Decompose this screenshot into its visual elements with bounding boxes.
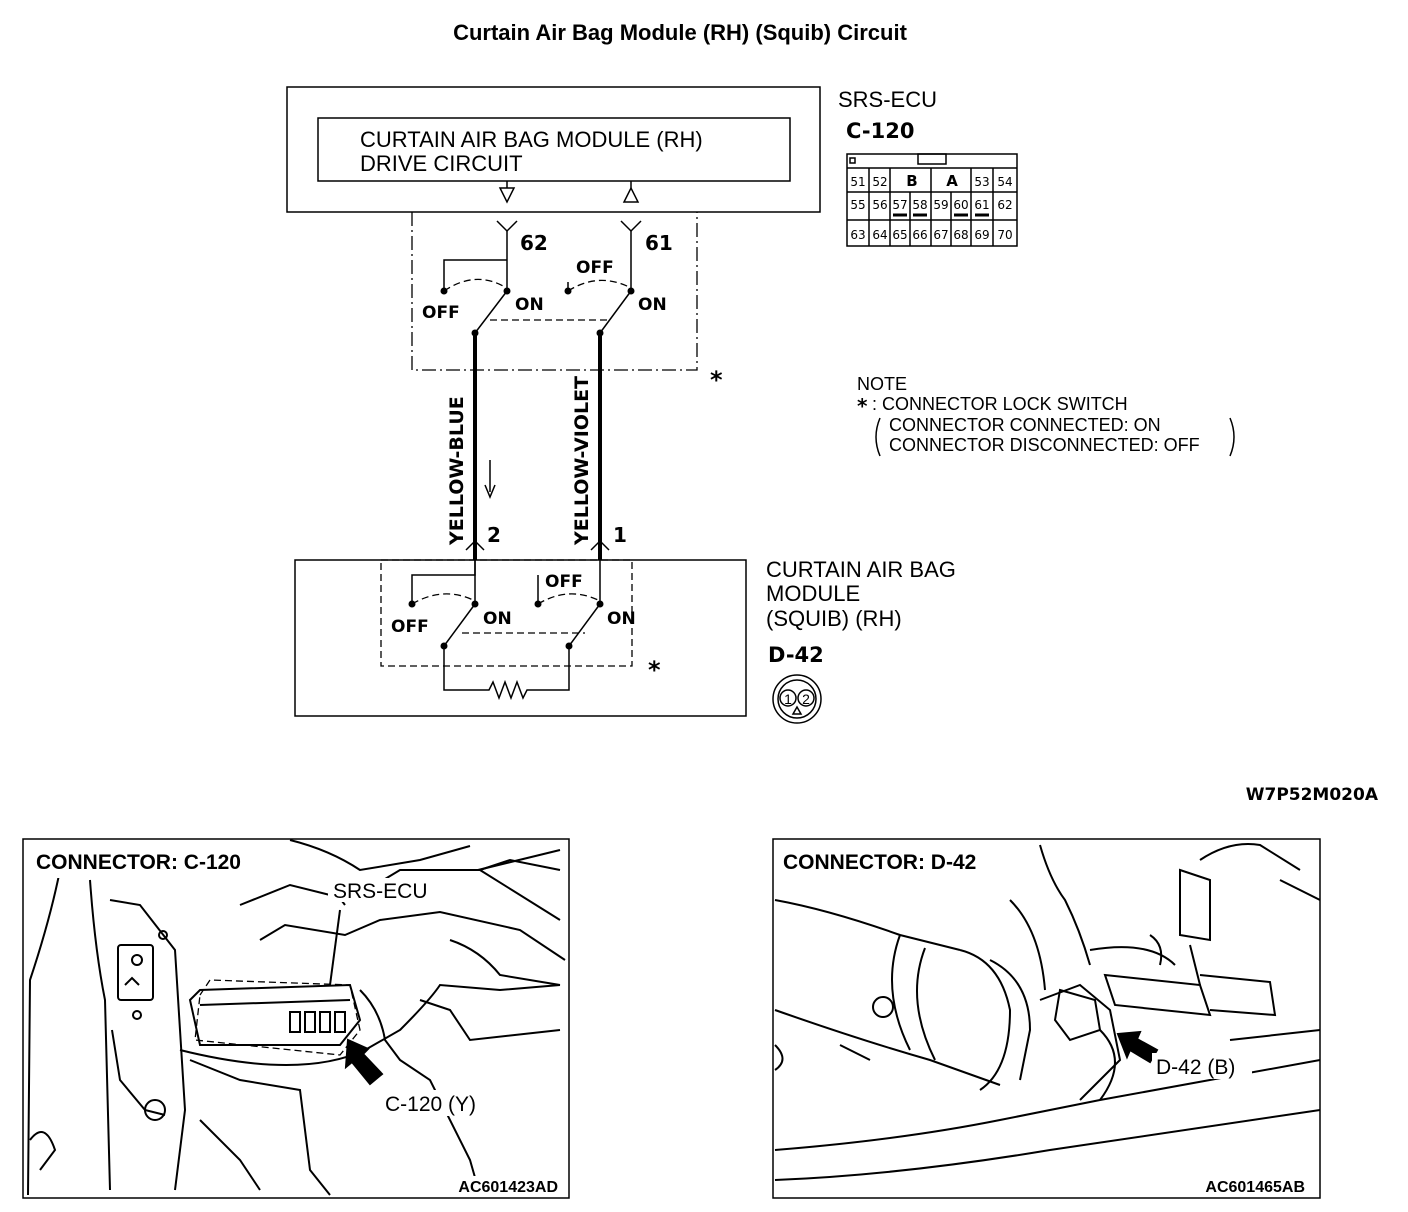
- module-pin-1-label: 1: [613, 523, 627, 547]
- drive-circuit-line2: DRIVE CIRCUIT: [360, 151, 523, 176]
- srs-ecu-box: CURTAIN AIR BAG MODULE (RH) DRIVE CIRCUI…: [286, 86, 821, 213]
- terminal-in-symbol: [622, 186, 640, 203]
- note-heading: NOTE: [857, 374, 907, 394]
- photo-c120: CONNECTOR: C-120 SRS-ECU C-120 (Y) AC601…: [22, 838, 570, 1199]
- module-connector-id: D-42: [768, 643, 824, 667]
- wire-color-yellow-blue: YELLOW-BLUE: [446, 396, 468, 546]
- c120-key-A: A: [946, 172, 958, 190]
- c120-pin-62: 62: [997, 198, 1012, 212]
- ecu-switch-left-on: ON: [515, 295, 544, 315]
- module-name-line1: CURTAIN AIR BAG: [766, 557, 956, 582]
- drive-circuit-line1: CURTAIN AIR BAG MODULE (RH): [360, 127, 703, 152]
- c120-pin-56: 56: [872, 198, 887, 212]
- d42-connector-face: 1 2: [772, 674, 822, 724]
- c120-pin-64: 64: [872, 228, 887, 242]
- d42-pointer-arrow: [1116, 1030, 1159, 1064]
- note-line1: : CONNECTOR LOCK SWITCH: [872, 394, 1128, 414]
- c120-highlight-outline: [194, 979, 361, 1056]
- photo-d42: CONNECTOR: D-42 D-42 (B) AC601465AB: [772, 838, 1321, 1199]
- photo-c120-code: AC601423AD: [458, 1179, 558, 1196]
- ecu-switch-right-on: ON: [638, 295, 667, 315]
- c120-pin-60: 60: [953, 198, 968, 212]
- photo-d42-code: AC601465AB: [1205, 1179, 1305, 1196]
- squib-resistor: [443, 646, 570, 701]
- ecu-switch-right-off: OFF: [576, 258, 614, 278]
- photo-d42-title: CONNECTOR: D-42: [783, 851, 976, 874]
- photo-c120-ecu-callout: SRS-ECU: [333, 880, 428, 903]
- ecu-block-asterisk: *: [710, 366, 723, 394]
- ecu-lock-switch-block: 62 61 OFF ON OFF ON *: [411, 212, 723, 394]
- module-switch-left-on: ON: [483, 609, 512, 629]
- ecu-switch-left-off: OFF: [422, 303, 460, 323]
- photo-c120-title: CONNECTOR: C-120: [36, 851, 241, 874]
- c120-pin-55: 55: [850, 198, 865, 212]
- c120-pin-70: 70: [997, 228, 1012, 242]
- module-switch-left-off: OFF: [391, 617, 429, 637]
- c120-pointer-arrow: [344, 1038, 384, 1086]
- c120-pin-68: 68: [953, 228, 968, 242]
- ecu-name: SRS-ECU: [838, 87, 937, 112]
- c120-location-illustration: [27, 839, 566, 1196]
- c120-connector-face: 51 52 B A 53 54 55 56 57 58 59 60 61 62 63 64 65 66 67 68 69…: [846, 153, 1018, 247]
- c120-pin-57: 57: [892, 198, 907, 212]
- c120-pin-59: 59: [933, 198, 948, 212]
- terminal-out-symbol: [498, 187, 516, 204]
- c120-pin-52: 52: [872, 175, 887, 189]
- c120-pin-69: 69: [974, 228, 989, 242]
- c120-pin-58: 58: [912, 198, 927, 212]
- harness-wires: [465, 333, 610, 560]
- c120-pin-54: 54: [997, 175, 1012, 189]
- note-line3: CONNECTOR DISCONNECTED: OFF: [889, 435, 1200, 455]
- wire-color-yellow-violet: YELLOW-VIOLET: [571, 376, 593, 546]
- note-line2: CONNECTOR CONNECTED: ON: [889, 415, 1161, 435]
- pin-62-label: 62: [520, 231, 548, 255]
- note-mark: *: [857, 394, 868, 418]
- c120-key-B: B: [906, 172, 917, 190]
- module-name-line3: (SQUIB) (RH): [766, 606, 902, 631]
- photo-c120-connector-callout: C-120 (Y): [385, 1093, 476, 1116]
- c120-pin-51: 51: [850, 175, 865, 189]
- c120-pin-53: 53: [974, 175, 989, 189]
- module-switch-right-off: OFF: [545, 572, 583, 592]
- c120-pin-61: 61: [974, 198, 989, 212]
- pin-61-label: 61: [645, 231, 673, 255]
- d42-location-illustration: [774, 843, 1321, 1181]
- d42-pin-1: 1: [784, 691, 792, 707]
- diagram-code: W7P52M020A: [1246, 785, 1379, 805]
- module-pin-2-label: 2: [487, 523, 501, 547]
- c120-pin-63: 63: [850, 228, 865, 242]
- c120-pin-66: 66: [912, 228, 927, 242]
- module-block-asterisk: *: [648, 656, 661, 684]
- c120-pin-65: 65: [892, 228, 907, 242]
- module-switch-right-on: ON: [607, 609, 636, 629]
- photo-d42-connector-callout: D-42 (B): [1156, 1056, 1235, 1079]
- ecu-connector-id: C-120: [846, 119, 914, 143]
- note-block: NOTE * : CONNECTOR LOCK SWITCH CONNECTOR…: [857, 374, 1235, 457]
- module-name-line2: MODULE: [766, 581, 860, 606]
- page-title: Curtain Air Bag Module (RH) (Squib) Circ…: [453, 20, 907, 45]
- d42-pin-2: 2: [802, 691, 810, 707]
- module-box: OFF ON OFF ON *: [294, 559, 747, 717]
- c120-pin-67: 67: [933, 228, 948, 242]
